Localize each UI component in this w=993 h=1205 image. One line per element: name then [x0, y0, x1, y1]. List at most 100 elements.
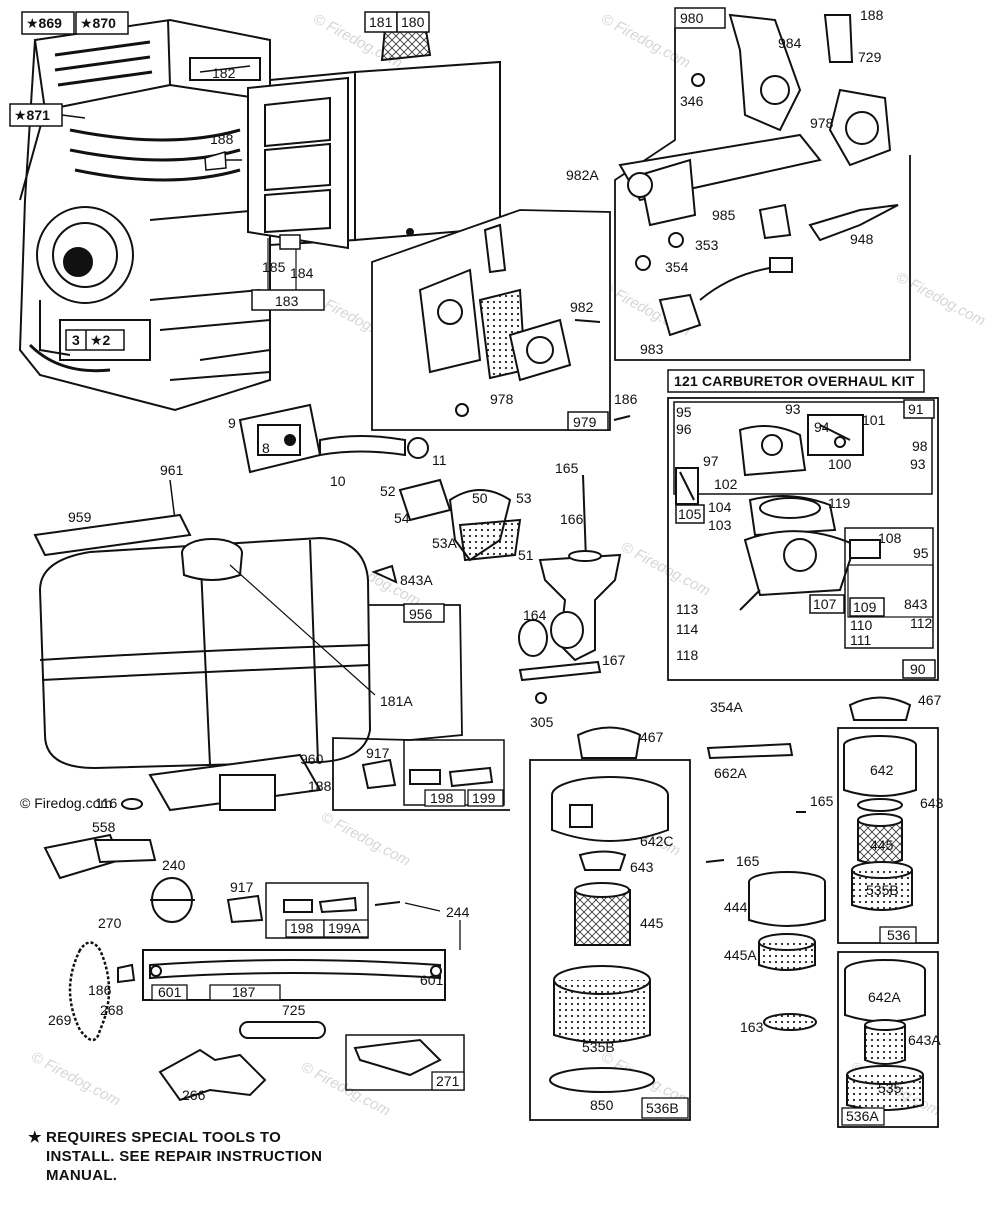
watermark: © Firedog.com: [893, 269, 988, 330]
label-186-line: 186: [88, 982, 112, 998]
star-label-870: ★870: [75, 11, 129, 35]
label-948: 948: [850, 231, 874, 247]
label-445-left: 445: [640, 915, 664, 931]
label-642C: 642C: [640, 833, 673, 849]
fuel-valve-box-lower: 917 198 199A: [226, 879, 369, 939]
label-662A: 662A: [714, 765, 747, 781]
label-93: 93: [785, 401, 801, 417]
label-199: 199: [472, 790, 496, 806]
label-166: 166: [560, 511, 584, 527]
label-114: 114: [676, 621, 699, 637]
label-53A: 53A: [432, 535, 458, 551]
label-97: 97: [703, 453, 719, 469]
label-535: 535: [878, 1080, 902, 1096]
label-198-lower: 198: [290, 920, 314, 936]
hose-725: [239, 1021, 326, 1039]
label-185: 185: [262, 259, 286, 275]
label-536B: 536B: [646, 1100, 679, 1116]
label-558: 558: [92, 819, 116, 835]
label-52: 52: [380, 483, 396, 499]
label-188-governor: 188: [860, 7, 884, 23]
air-cleaner-536B: 467 642C 643 445 535B 850 536B: [529, 726, 691, 1121]
label-642: 642: [870, 762, 894, 778]
label-118: 118: [676, 647, 699, 663]
label-725: 725: [282, 1002, 306, 1018]
label-445A: 445A: [724, 947, 757, 963]
label-982A: 982A: [566, 167, 599, 183]
label-346: 346: [680, 93, 704, 109]
label-535B-left: 535B: [582, 1039, 615, 1055]
label-95: 95: [676, 404, 692, 420]
label-843: 843: [904, 596, 928, 612]
label-51: 51: [518, 547, 534, 563]
label-108: 108: [878, 530, 902, 546]
label-269: 269: [48, 1012, 72, 1028]
label-960: 960: [300, 751, 324, 767]
screw-188-top: 188: [204, 131, 242, 171]
label-271: 271: [436, 1073, 460, 1089]
air-cleaner-536: 467 642 643 445 535B 536: [837, 692, 944, 944]
footnote-line-3: MANUAL.: [46, 1167, 118, 1184]
label-164: 164: [523, 607, 547, 623]
label-601-right: 601: [420, 972, 444, 988]
label-98: 98: [912, 438, 928, 454]
footnote-line-2: INSTALL. SEE REPAIR INSTRUCTION: [46, 1148, 323, 1165]
bracket-266: [158, 1048, 267, 1102]
label-956: 956: [409, 606, 433, 622]
label-244: 244: [446, 904, 470, 920]
label-119: 119: [828, 495, 851, 511]
label-188-tank: 188: [308, 778, 332, 794]
label-50: 50: [472, 490, 488, 506]
label-843A: 843A: [400, 572, 433, 588]
box-183-group: 183 185 184: [251, 234, 325, 311]
label-642A: 642A: [868, 989, 901, 1005]
air-cleaner-536A: 642A 643A 535 536A: [837, 951, 941, 1128]
block-part-label-3-2: 3 ★2: [65, 329, 125, 351]
carburetor-kit-panel: 121 CARBURETOR OVERHAUL KIT 91 105 107: [667, 369, 939, 681]
label-187: 187: [232, 984, 256, 1000]
label-198-tank: 198: [430, 790, 454, 806]
label-643-left: 643: [630, 859, 654, 875]
label-104: 104: [708, 499, 732, 515]
watermark: © Firedog.com: [318, 809, 413, 870]
label-268: 268: [100, 1002, 124, 1018]
label-182: 182: [212, 65, 236, 81]
carburetor-assembly: [238, 403, 522, 562]
box-180: [396, 11, 430, 33]
label-165-mid: 165: [810, 793, 834, 809]
label-199A: 199A: [328, 920, 361, 936]
label-982: 982: [570, 299, 594, 315]
label-116: 116: [95, 795, 118, 811]
label-181A: 181A: [380, 693, 413, 709]
star-icon: ★: [28, 1129, 42, 1146]
label-186-top: 186: [614, 391, 638, 407]
label-979: 979: [573, 414, 597, 430]
label-444: 444: [724, 899, 748, 915]
label-109: 109: [853, 599, 877, 615]
fuel-tank: [38, 536, 372, 812]
fill-tube-166: [518, 474, 622, 704]
label-165-dipstick: 165: [555, 460, 579, 476]
air-cleaner-444: [748, 871, 826, 1031]
label-107: 107: [813, 596, 837, 612]
label-9: 9: [228, 415, 236, 431]
label-917-lower: 917: [230, 879, 254, 895]
label-113: 113: [676, 601, 699, 617]
label-536A: 536A: [846, 1108, 879, 1124]
label-354A: 354A: [710, 699, 743, 715]
watermark: © Firedog.com: [618, 539, 713, 600]
label-353: 353: [695, 237, 719, 253]
label-94: 94: [814, 419, 830, 435]
label-643A: 643A: [908, 1032, 941, 1048]
label-445-right: 445: [870, 837, 894, 853]
label-184: 184: [290, 265, 314, 281]
label-354: 354: [665, 259, 689, 275]
star-label-871: ★871: [9, 103, 63, 127]
label-978-lower: 978: [490, 391, 514, 407]
label-100: 100: [828, 456, 852, 472]
watermark: © Firedog.com: [28, 1049, 123, 1110]
label-266: 266: [182, 1087, 206, 1103]
label-983: 983: [640, 341, 664, 357]
kit-title: CARBURETOR OVERHAUL KIT: [702, 373, 915, 389]
